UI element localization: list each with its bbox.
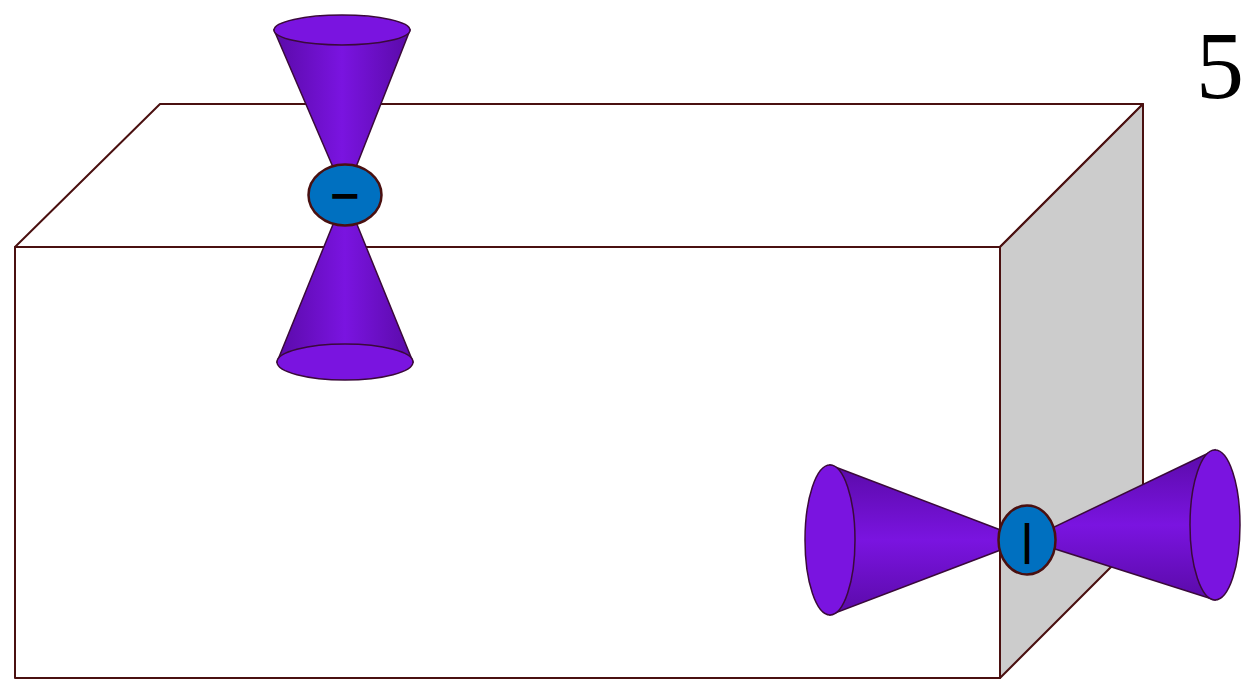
charge-sign: | (1020, 520, 1035, 560)
vertical-cone (274, 15, 413, 380)
horizontal-cone (805, 450, 1240, 615)
figure-number: 5 (1196, 18, 1244, 114)
charge-sign: − (328, 175, 362, 215)
charge-circle: − (307, 163, 383, 227)
charge-circle: | (997, 504, 1057, 576)
prism (15, 104, 1143, 678)
